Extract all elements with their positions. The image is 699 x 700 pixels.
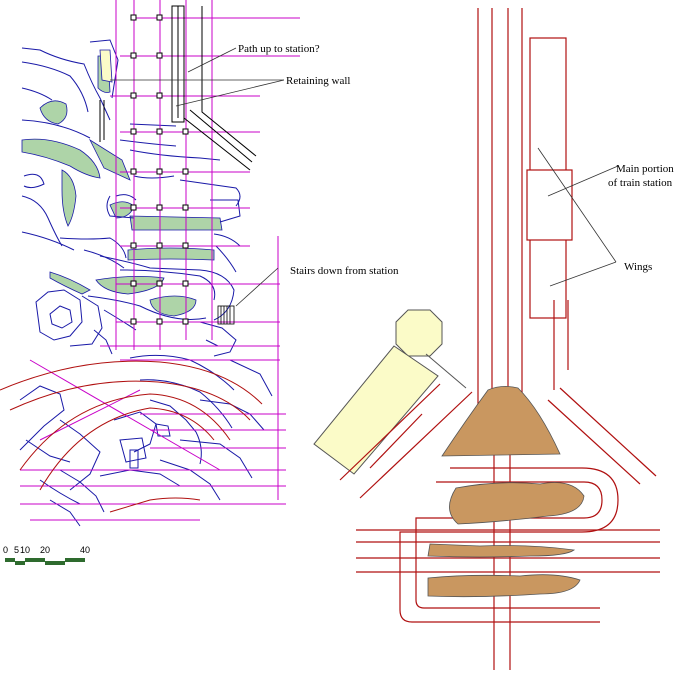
rail-lines-diagonal	[339, 383, 657, 499]
station-main-portion	[526, 169, 573, 241]
stairs-hatch	[217, 305, 235, 325]
cream-patch	[99, 49, 113, 83]
platform-triangle	[441, 386, 561, 457]
station-octagon	[395, 309, 443, 357]
scale-tick-10: 10	[20, 545, 30, 555]
platform-upper	[449, 482, 585, 525]
label-wings: Wings	[624, 261, 652, 273]
scale-tick-40: 40	[80, 545, 90, 555]
scale-tick-5: 5	[14, 545, 19, 555]
survey-grid	[20, 0, 300, 521]
building-edge-line	[425, 353, 467, 389]
leader-lines-right	[537, 147, 619, 287]
platform-middle	[427, 543, 576, 558]
scale-tick-20: 20	[40, 545, 50, 555]
survey-points	[130, 14, 189, 325]
rail-lines-vertical	[477, 8, 569, 670]
label-main-portion-line2: of train station	[608, 177, 673, 189]
leader-lines-left	[110, 47, 285, 307]
rail-curves-left	[0, 360, 263, 513]
label-stairs-down: Stairs down from station	[290, 265, 399, 277]
label-retaining-wall: Retaining wall	[286, 75, 350, 87]
platform-lower	[427, 574, 581, 598]
scale-bar: 0 5 10 20 40	[3, 545, 90, 565]
label-path-up: Path up to station?	[238, 43, 320, 55]
retaining-wall-structure	[99, 5, 257, 171]
vegetation-areas	[21, 55, 223, 317]
label-main-portion-line1: Main portion	[616, 163, 674, 175]
cream-building	[313, 345, 439, 475]
scale-tick-0: 0	[3, 545, 8, 555]
platforms	[427, 386, 585, 598]
left-survey-plan: Path up to station? Retaining wall Stair…	[0, 0, 399, 565]
rail-loop	[356, 467, 660, 623]
right-schematic: Main portion of train station Wings	[313, 8, 674, 670]
